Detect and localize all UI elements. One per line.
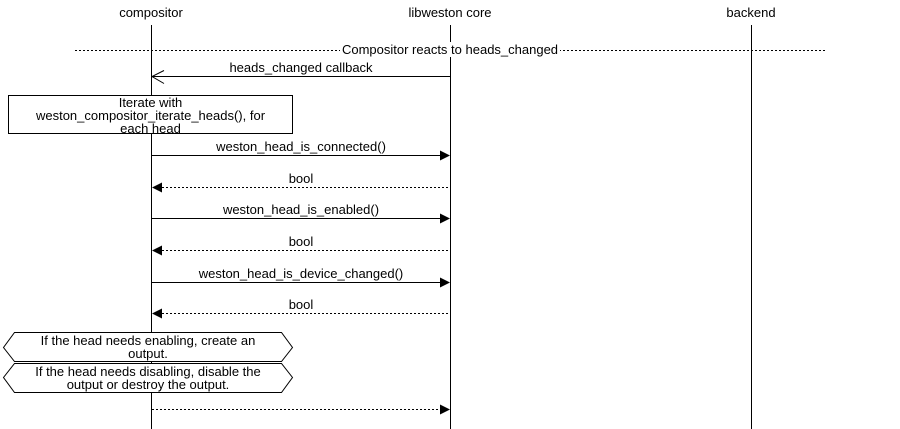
note-enable-line-1: If the head needs enabling, create an <box>40 333 256 348</box>
divider-label-text: Compositor reacts to heads_changed <box>339 42 561 57</box>
filled-arrowhead-icon <box>152 245 162 256</box>
message-label-bool-1: bool <box>288 171 314 186</box>
message-label-bool-3: bool <box>288 297 314 312</box>
message-label-head-is-enabled: weston_head_is_enabled() <box>222 202 380 217</box>
filled-arrowhead-icon <box>152 182 162 193</box>
participant-compositor: compositor <box>119 5 183 20</box>
note-disable-line-1: If the head needs disabling, disable the <box>35 364 261 379</box>
note-box-iterate <box>8 95 293 134</box>
filled-arrowhead-icon <box>152 308 162 319</box>
participant-backend: backend <box>726 5 776 20</box>
filled-arrowhead-icon <box>440 150 450 161</box>
note-iterate-line-3: each head <box>120 121 181 136</box>
message-label-heads-changed-callback: heads_changed callback <box>229 60 373 75</box>
note-iterate-text: Iterate with weston_compositor_iterate_h… <box>9 96 292 135</box>
note-iterate-line-1: Iterate with <box>118 95 183 110</box>
open-arrowhead-icon <box>150 70 165 84</box>
note-hexagon-enable <box>2 332 294 362</box>
note-hexagon-disable <box>2 363 294 393</box>
filled-arrowhead-icon <box>440 277 450 288</box>
message-label-head-is-device-changed: weston_head_is_device_changed() <box>198 266 404 281</box>
participant-libweston-core: libweston core <box>408 5 492 20</box>
note-disable-line-2: output or destroy the output. <box>66 377 230 392</box>
filled-arrowhead-icon <box>440 213 450 224</box>
divider-label: Compositor reacts to heads_changed <box>250 42 650 57</box>
note-iterate-line-2: weston_compositor_iterate_heads(), for <box>35 108 266 123</box>
message-label-bool-2: bool <box>288 234 314 249</box>
filled-arrowhead-icon <box>440 404 450 415</box>
note-enable-text: If the head needs enabling, create an ou… <box>3 334 293 360</box>
message-label-head-is-connected: weston_head_is_connected() <box>216 139 386 154</box>
note-disable-text: If the head needs disabling, disable the… <box>3 365 293 391</box>
note-enable-line-2: output. <box>128 346 168 361</box>
